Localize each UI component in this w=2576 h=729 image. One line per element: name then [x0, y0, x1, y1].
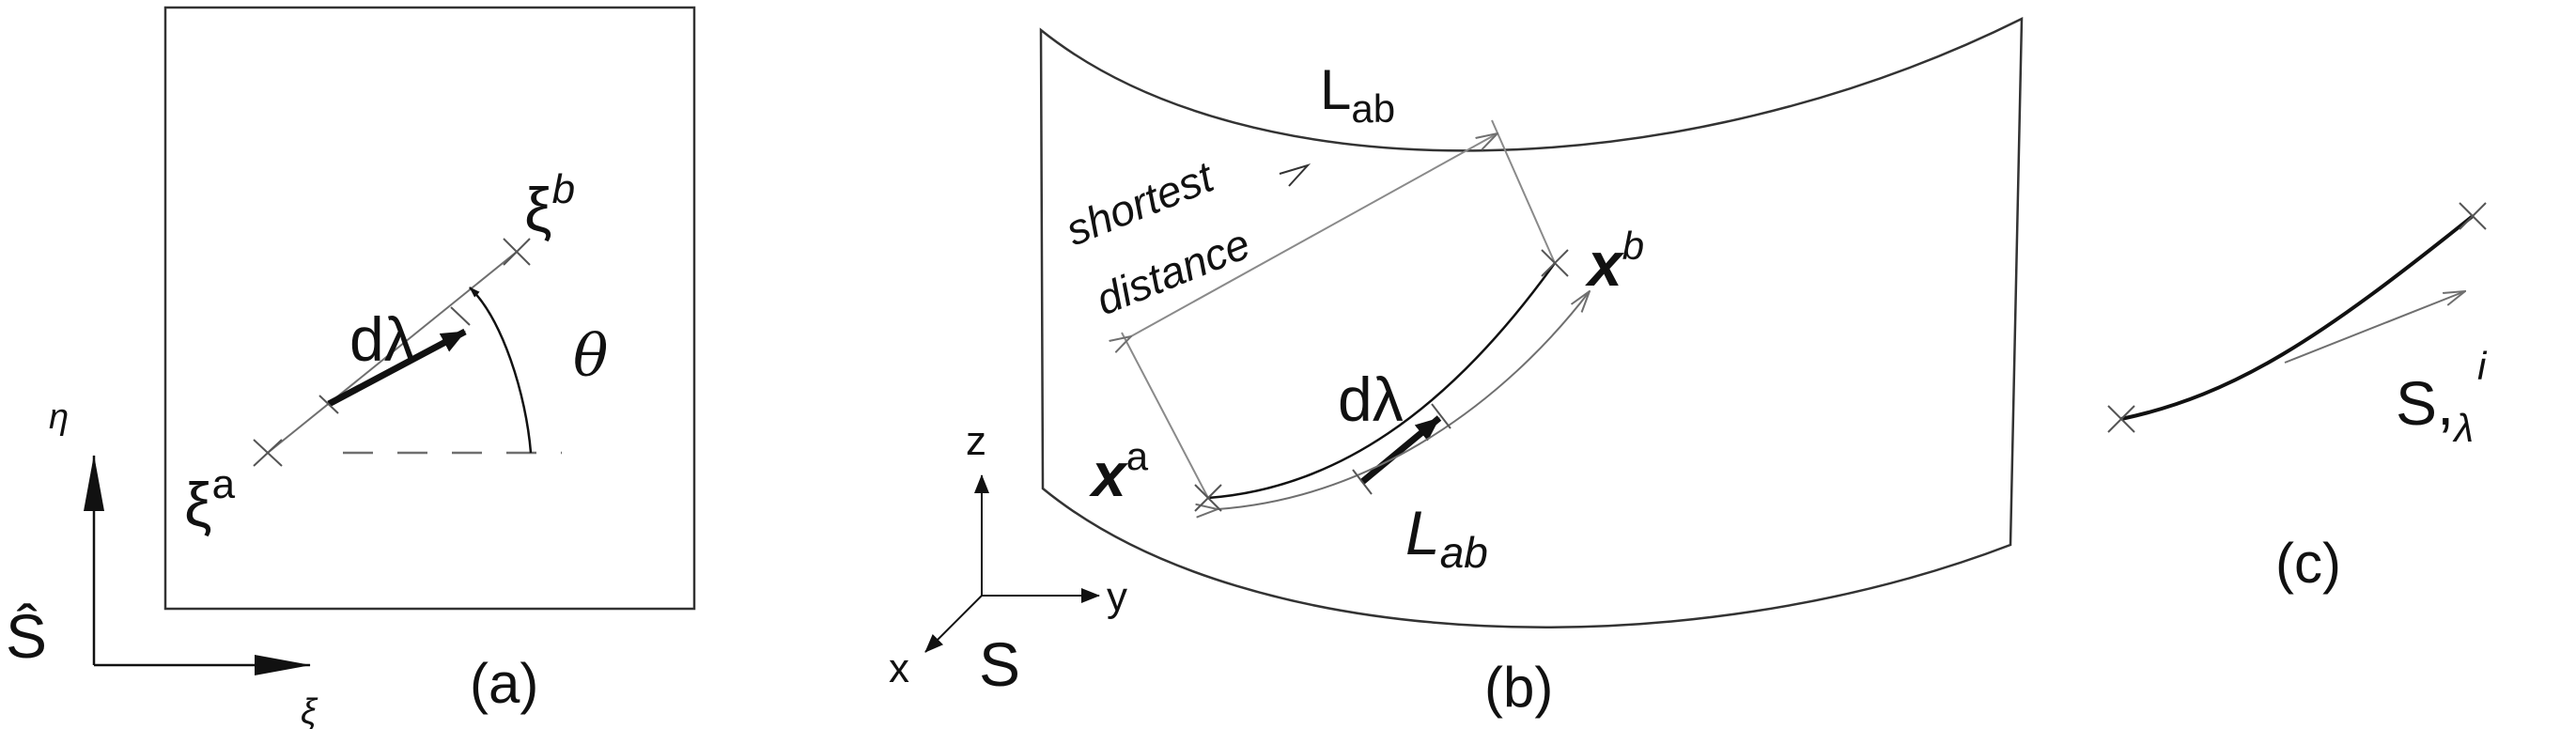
length-lab-label: Lab — [1405, 498, 1488, 577]
xi-b-label: ξb — [524, 166, 575, 244]
xi-a-label: ξa — [184, 461, 236, 539]
xi-axis-label: ξ — [301, 692, 318, 729]
d-lambda-vector — [327, 328, 467, 408]
x-b-label: xb — [1585, 224, 1644, 299]
length-lab-arrow — [1218, 291, 1590, 509]
parameter-domain-frame — [163, 6, 696, 611]
s-lambda-label: S,λi — [2396, 344, 2488, 450]
y-axis-label: y — [1107, 574, 1127, 620]
d-lambda-label-b: dλ — [1338, 364, 1404, 434]
shortest-lab-label: Lab — [1320, 58, 1395, 131]
x-axis-label: x — [889, 645, 909, 691]
shortest-distance-line — [1131, 133, 1497, 336]
theta-label: θ — [573, 321, 608, 390]
tick-marks — [253, 238, 531, 467]
x-axis — [924, 595, 983, 653]
caption-c: (c) — [2275, 532, 2341, 595]
eta-axis-label: η — [49, 397, 69, 437]
mapped-curve — [2120, 214, 2475, 421]
caption-a: (a) — [470, 652, 538, 715]
theta-arc — [469, 287, 533, 454]
panel-a: η ξ Ŝ ξa ξb dλ θ (a) — [6, 6, 696, 729]
shortest-leader — [1279, 163, 1311, 187]
frame-label-s: S — [979, 629, 1020, 699]
curved-surface — [1039, 16, 2024, 628]
panel-c: S,λi (c) — [2107, 202, 2488, 595]
witness-line-b — [1491, 119, 1556, 264]
tangent-vector — [2284, 291, 2465, 364]
witness-line-a — [1121, 332, 1209, 499]
segment-xi-a-to-xi-b — [267, 251, 518, 454]
d-lambda-label: dλ — [349, 304, 415, 374]
curve-tick-marks — [1194, 249, 1569, 512]
caption-b: (b) — [1484, 656, 1553, 719]
x-a-label: xa — [1089, 434, 1149, 509]
frame-label-s-hat: Ŝ — [6, 601, 47, 671]
curve-c-tick-marks — [2107, 202, 2487, 433]
panel-b: z y x S shortest distance Lab xa x — [889, 16, 2024, 719]
z-axis-label: z — [966, 418, 986, 464]
